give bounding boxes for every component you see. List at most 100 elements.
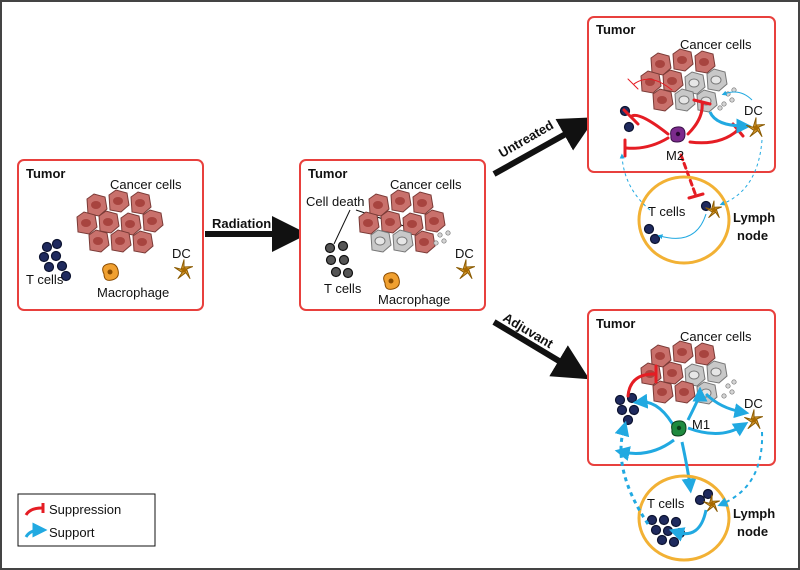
panel-title: Tumor bbox=[308, 166, 347, 181]
cancer-cell bbox=[108, 189, 130, 213]
legend-support-label: Support bbox=[49, 525, 95, 540]
cell-debris bbox=[721, 393, 727, 399]
lymph-node-untreated: T cells Lymph node bbox=[619, 139, 775, 265]
tcell bbox=[694, 494, 706, 506]
macrophage-icon bbox=[102, 263, 119, 281]
legend: Suppression Support bbox=[17, 493, 156, 547]
cell-debris bbox=[433, 240, 439, 246]
cancer-cell bbox=[392, 229, 414, 253]
cell-death-label: Cell death bbox=[306, 194, 365, 209]
cancer-cell bbox=[368, 193, 390, 217]
cancer-cell bbox=[76, 211, 98, 235]
lymph-label-1: Lymph bbox=[733, 210, 775, 225]
tcell bbox=[668, 536, 680, 548]
tcell-cluster bbox=[619, 105, 635, 133]
tcell bbox=[616, 404, 628, 416]
macrophage-icon bbox=[383, 272, 400, 290]
cell-death-pointer bbox=[333, 209, 351, 245]
cancer-cells-label: Cancer cells bbox=[390, 177, 462, 192]
dendritic-cell-icon bbox=[174, 259, 193, 279]
tcell bbox=[623, 121, 635, 133]
tcell bbox=[337, 240, 349, 252]
tcell bbox=[656, 534, 668, 546]
tcell bbox=[330, 266, 342, 278]
macrophage-label: Macrophage bbox=[378, 292, 450, 307]
tcell bbox=[702, 488, 714, 500]
tcell bbox=[50, 250, 62, 262]
lymph-node-outline bbox=[637, 175, 731, 265]
tcell bbox=[324, 242, 336, 254]
cancer-cell bbox=[424, 209, 446, 233]
lymph-label-1: Lymph bbox=[733, 506, 775, 521]
tcell bbox=[643, 223, 655, 235]
tcell bbox=[662, 525, 674, 537]
tcell-cluster bbox=[38, 238, 72, 282]
cancer-cell bbox=[142, 209, 164, 233]
tcell bbox=[670, 516, 682, 528]
adjuvant-arrow: Adjuvant bbox=[492, 310, 590, 380]
tcells-label: T cells bbox=[324, 281, 362, 296]
tcell bbox=[38, 251, 50, 263]
cancer-cell-cluster bbox=[640, 48, 737, 113]
panel-title: Tumor bbox=[596, 316, 635, 331]
cancer-cells-label: Cancer cells bbox=[680, 329, 752, 344]
cancer-cell bbox=[390, 189, 412, 213]
panel-radiated: Tumor Cancer cells Cell death T cells Ma… bbox=[299, 159, 486, 311]
cancer-cell bbox=[706, 68, 728, 92]
cell-debris bbox=[729, 97, 735, 103]
panel-untreated: Tumor Cancer cells M2 bbox=[587, 16, 776, 200]
cancer-cell-cluster bbox=[76, 189, 164, 254]
node-tcells-label: T cells bbox=[647, 496, 685, 511]
node-dendritic-cell-icon bbox=[705, 200, 722, 218]
cancer-cell bbox=[672, 48, 694, 72]
m1-macrophage-icon bbox=[671, 420, 687, 437]
cancer-cell bbox=[130, 191, 152, 215]
tcell bbox=[41, 241, 53, 253]
cancer-cell bbox=[412, 191, 434, 215]
cancer-cell bbox=[684, 363, 706, 387]
suppression-arrows bbox=[626, 364, 658, 398]
lymph-label-2: node bbox=[737, 228, 768, 243]
panel-baseline: Tumor Cancer cells T cells Macrophage DC bbox=[17, 159, 204, 311]
cancer-cell bbox=[674, 88, 696, 112]
node-support-arrows bbox=[614, 420, 764, 542]
cancer-cell bbox=[414, 230, 436, 254]
m2-label: M2 bbox=[666, 148, 684, 163]
m1-label: M1 bbox=[692, 417, 710, 432]
tcell bbox=[649, 233, 661, 245]
suppression-arrows bbox=[622, 78, 745, 200]
cancer-cell bbox=[86, 193, 108, 217]
tcell bbox=[646, 514, 658, 526]
panel-title: Tumor bbox=[596, 22, 635, 37]
m2-macrophage-icon bbox=[670, 126, 686, 143]
radiation-label: Radiation bbox=[212, 216, 271, 231]
cell-debris bbox=[729, 389, 735, 395]
dc-label: DC bbox=[744, 396, 763, 411]
cancer-cell bbox=[370, 229, 392, 253]
dc-label: DC bbox=[744, 103, 763, 118]
dead-tcell-cluster bbox=[324, 240, 354, 279]
node-tcell-cluster bbox=[643, 200, 712, 245]
untreated-arrow: Untreated bbox=[492, 117, 596, 177]
cancer-cell bbox=[358, 211, 380, 235]
cell-debris bbox=[725, 383, 731, 389]
cancer-cell bbox=[672, 340, 694, 364]
cell-debris bbox=[721, 101, 727, 107]
dendritic-cell-icon bbox=[746, 117, 765, 137]
dendritic-cell-icon bbox=[456, 259, 475, 279]
cell-debris bbox=[717, 105, 723, 111]
cancer-cell bbox=[640, 70, 662, 94]
tcell bbox=[658, 514, 670, 526]
tcell bbox=[342, 267, 354, 279]
cell-debris bbox=[437, 232, 443, 238]
lymph-label-2: node bbox=[737, 524, 768, 539]
cell-debris bbox=[445, 230, 451, 236]
panel-adjuvant: Tumor Cancer cells M1 DC bbox=[587, 309, 776, 494]
cancer-cell-cluster bbox=[358, 189, 451, 254]
radiation-arrow: Radiation bbox=[205, 216, 308, 252]
tcell bbox=[56, 260, 68, 272]
panel-title: Tumor bbox=[26, 166, 65, 181]
